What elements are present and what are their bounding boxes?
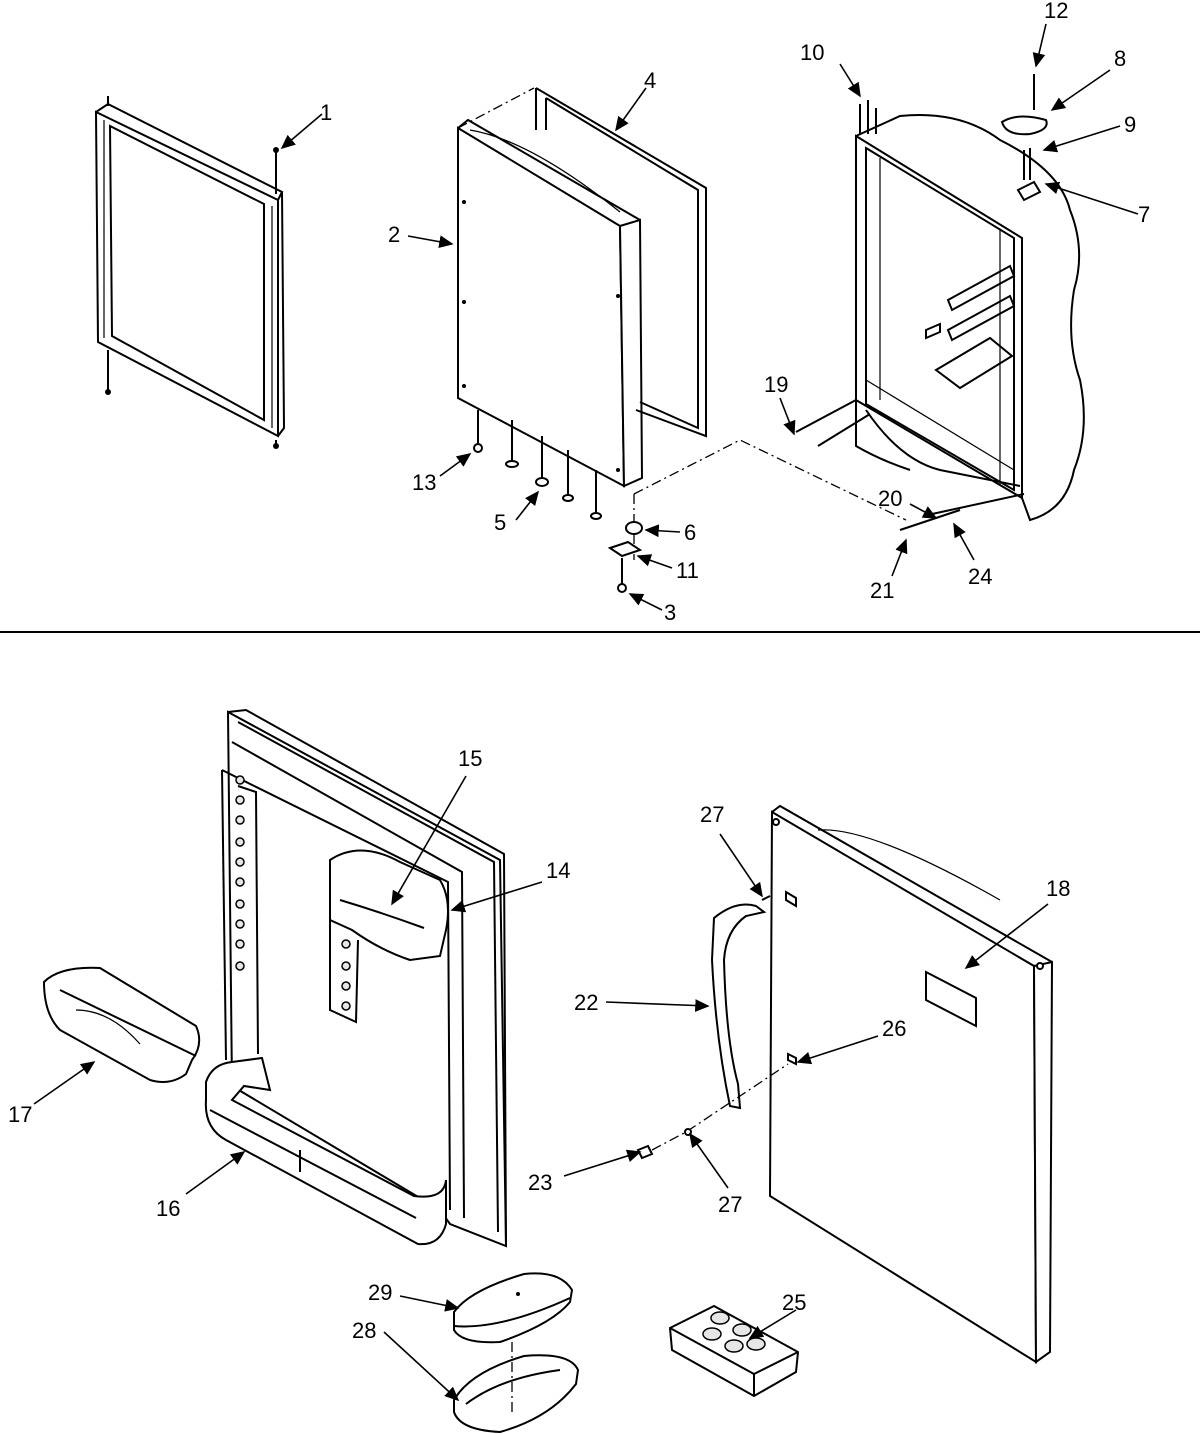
dairy-cover-part (453, 1272, 574, 1344)
callout-20: 20 (878, 486, 902, 511)
door-bin-part (42, 966, 201, 1083)
door-handle-part (710, 903, 767, 1110)
callout-16: 16 (156, 1196, 180, 1221)
callout-18: 18 (1046, 876, 1070, 901)
callout-7: 7 (1138, 202, 1150, 227)
callout-28: 28 (352, 1318, 376, 1343)
callout-21: 21 (870, 578, 894, 603)
callout-13: 13 (412, 470, 436, 495)
callout-11: 11 (676, 558, 699, 583)
callout-14: 14 (546, 858, 570, 883)
egg-tray-part (668, 1304, 800, 1398)
door-panel-part (457, 118, 644, 488)
callout-19: 19 (764, 372, 788, 397)
callout-12: 12 (1044, 0, 1068, 23)
dairy-tray-part (453, 1342, 580, 1434)
callout-24: 24 (968, 564, 992, 589)
shelf-stud-column (235, 775, 351, 1011)
callout-labels: 1 2 3 4 5 6 7 8 9 10 11 12 13 14 15 16 1… (8, 0, 1150, 1343)
callout-29: 29 (368, 1280, 392, 1305)
callout-6: 6 (684, 520, 696, 545)
callout-leaders (33, 23, 1139, 1402)
callout-23: 23 (528, 1170, 552, 1195)
callout-27-top: 27 (700, 802, 724, 827)
callout-8: 8 (1114, 46, 1126, 71)
door-gasket-part (535, 87, 707, 438)
door-hardware-parts (473, 410, 643, 593)
door-frame-part (94, 96, 286, 449)
callout-9: 9 (1124, 112, 1136, 137)
callout-3: 3 (664, 600, 676, 625)
callout-27-bottom: 27 (718, 1192, 742, 1217)
callout-17: 17 (8, 1102, 32, 1127)
callout-25: 25 (782, 1290, 806, 1315)
outer-door-panel-part (768, 804, 1054, 1364)
callout-1: 1 (320, 100, 332, 125)
callout-5: 5 (494, 510, 506, 535)
callout-10: 10 (800, 40, 824, 65)
door-liner-assembly-part (204, 708, 508, 1248)
callout-22: 22 (574, 990, 598, 1015)
refrigerator-cabinet-part (795, 74, 1085, 531)
callout-26: 26 (882, 1016, 906, 1041)
callout-15: 15 (458, 746, 482, 771)
callout-2: 2 (388, 222, 400, 247)
callout-4: 4 (644, 68, 656, 93)
